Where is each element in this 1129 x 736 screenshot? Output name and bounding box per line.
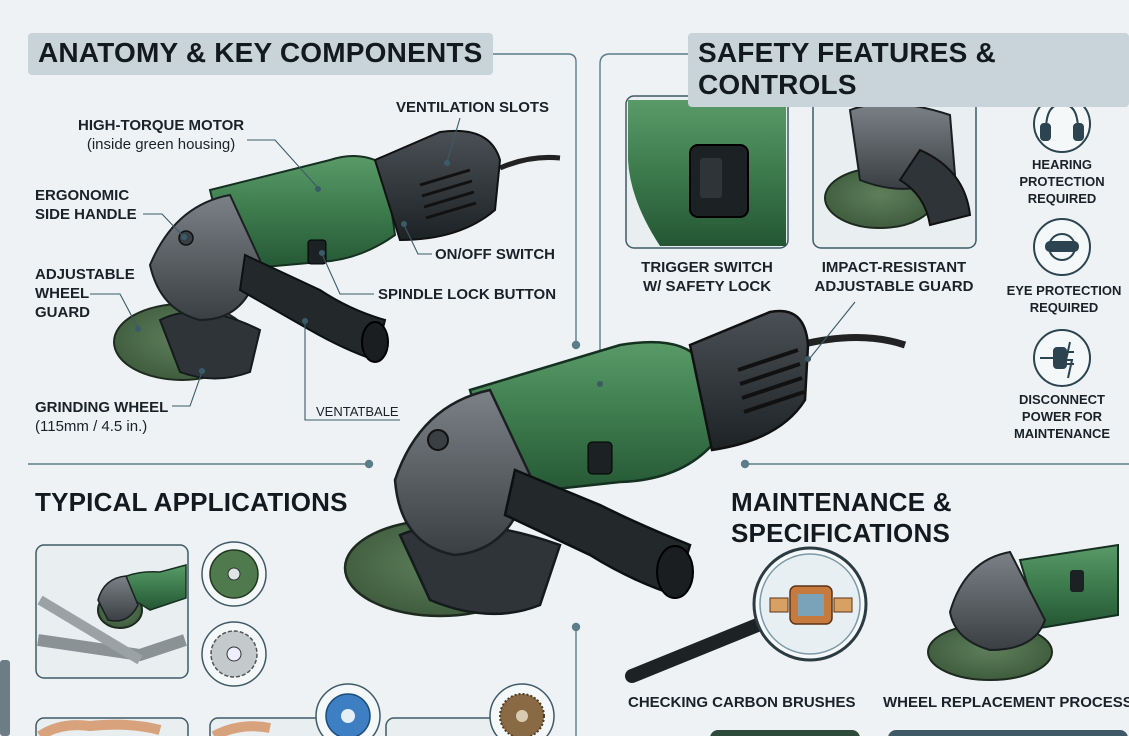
caption-disconnect: DISCONNECT POWER FOR MAINTENANCE [1002, 391, 1122, 442]
caption-trigger-l1: TRIGGER SWITCH [641, 259, 773, 276]
section-title-anatomy: ANATOMY & KEY COMPONENTS [28, 33, 493, 75]
cutoff-disc-icon [201, 541, 267, 607]
caption-eye-l1: EYE PROTECTION [1006, 283, 1122, 298]
label-grinding-wheel-title: GRINDING WHEEL [35, 399, 169, 416]
main-grinder-illustration [343, 309, 907, 618]
label-motor: HIGH-TORQUE MOTOR (inside green housing) [78, 116, 244, 154]
plug-icon [1033, 329, 1091, 387]
caption-hearing-l1: HEARING [1032, 157, 1092, 172]
caption-carbon-brushes: CHECKING CARBON BRUSHES [628, 694, 856, 711]
caption-eye: EYE PROTECTION REQUIRED [1000, 282, 1128, 316]
label-grinding-wheel: GRINDING WHEEL (115mm / 4.5 in.) [35, 398, 168, 436]
label-ventilation: VENTILATION SLOTS [396, 99, 550, 116]
main-leader-lines [596, 301, 856, 388]
section-dividers [28, 53, 1129, 736]
trigger-switch-closeup [625, 95, 789, 249]
label-spindle-lock: SPINDLE LOCK BUTTON [378, 286, 557, 303]
caption-trigger-l2: W/ SAFETY LOCK [642, 278, 772, 295]
section-title-applications: TYPICAL APPLICATIONS [35, 487, 348, 517]
caption-hearing-l2: PROTECTION [1019, 174, 1105, 189]
caption-guard-l1: IMPACT-RESISTANT [821, 259, 967, 276]
bottom-right-thumbnails [710, 730, 1128, 736]
label-guard: ADJUSTABLE WHEEL GUARD [35, 265, 135, 322]
anatomy-leader-lines [90, 117, 461, 421]
label-side-handle: ERGONOMIC SIDE HANDLE [35, 186, 137, 224]
anatomy-grinder-illustration [113, 129, 561, 381]
wheel-replacement-grinder [927, 543, 1119, 681]
label-guard-l3: GUARD [35, 304, 90, 321]
label-motor-title: HIGH-TORQUE MOTOR [78, 117, 245, 134]
label-side-handle-l2: SIDE HANDLE [35, 206, 137, 223]
label-motor-sub: (inside green housing) [86, 136, 236, 153]
bottom-row-thumbnails [35, 683, 555, 736]
ear-protection-icon [1033, 95, 1091, 153]
label-switch: ON/OFF SWITCH [435, 246, 555, 263]
magnifier-carbon-brushes [625, 546, 868, 683]
caption-hearing-l3: REQUIRED [1027, 191, 1097, 206]
section-title-safety: SAFETY FEATURES & CONTROLS [688, 33, 1129, 107]
goggles-icon [1033, 218, 1091, 276]
caption-eye-l2: REQUIRED [1029, 300, 1099, 315]
caption-disconnect-l1: DISCONNECT [1019, 392, 1105, 407]
caption-wheel-replacement: WHEEL REPLACEMENT PROCESS [883, 694, 1129, 711]
caption-impact-guard: IMPACT-RESISTANT ADJUSTABLE GUARD [808, 258, 980, 296]
caption-trigger-switch: TRIGGER SWITCH W/ SAFETY LOCK [626, 258, 788, 296]
label-guard-l2: WHEEL [35, 285, 90, 302]
caption-disconnect-l2: POWER FOR [1021, 409, 1103, 424]
left-edge-tab [0, 660, 10, 736]
diamond-blade-icon [201, 621, 267, 687]
caption-disconnect-l3: MAINTENANCE [1013, 426, 1111, 441]
section-title-maintenance: MAINTENANCE & SPECIFICATIONS [731, 487, 952, 548]
label-stray: VENTATBALE [316, 404, 399, 419]
label-side-handle-l1: ERGONOMIC [35, 187, 130, 204]
application-cutting-metal [35, 544, 189, 679]
label-guard-l1: ADJUSTABLE [35, 266, 135, 283]
label-grinding-wheel-sub: (115mm / 4.5 in.) [35, 418, 148, 435]
caption-hearing: HEARING PROTECTION REQUIRED [1002, 156, 1122, 207]
adjustable-guard-closeup [812, 95, 977, 249]
caption-guard-l2: ADJUSTABLE GUARD [814, 278, 974, 295]
